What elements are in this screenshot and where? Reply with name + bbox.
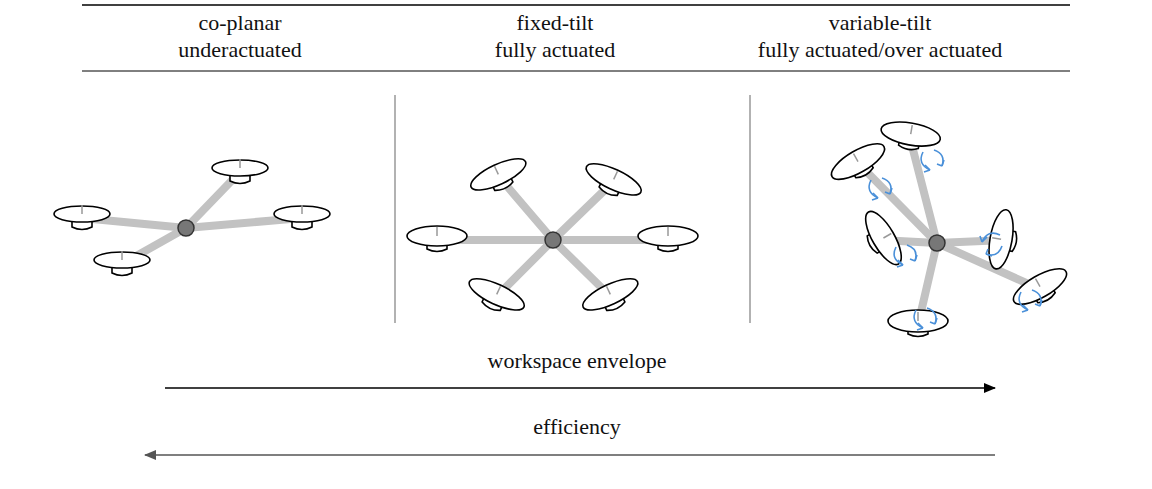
rotor-shaft [436,227,438,236]
drone-arm [910,138,937,243]
rotor-shaft [121,251,123,260]
tilt-arrow [869,178,892,200]
column-header: variable-tilt [829,10,932,36]
tilt-arrow [921,150,944,172]
propeller-disk [879,118,942,150]
column-header: fully actuated/over actuated [758,37,1002,63]
efficiency-arrow [145,454,995,456]
propeller-disk [579,273,642,316]
rotor [54,205,110,230]
separator [394,95,396,323]
tilt-arrow [1019,290,1042,312]
propeller-disk [1009,262,1072,311]
propeller-disk [859,207,908,270]
path-part [897,255,917,267]
rotor-shaft [1036,279,1041,287]
rotor [1009,262,1074,315]
rotor-shaft [911,125,913,134]
rotor [878,118,942,155]
top-rule [82,4,1070,6]
propeller-disk [638,226,698,246]
propeller-disk [54,206,110,222]
rotor [274,205,330,230]
propeller-disk [212,160,268,176]
rotor [407,226,467,252]
rotor [580,158,645,206]
axis-label: efficiency [533,414,621,440]
path-part [917,318,937,330]
propeller-disk [465,273,528,316]
rotor [827,137,892,190]
rotor-shaft [607,286,611,294]
rotor-shaft [81,205,83,214]
rotor [463,273,528,321]
path-part [869,178,891,198]
propeller-disk [94,252,150,268]
path-part [1019,290,1041,310]
rotor [888,310,948,337]
path-part [1022,300,1042,312]
rotor-shaft [667,227,669,236]
path-part [914,308,936,328]
column-header: co-planar [198,10,281,36]
rotor-shaft [301,205,303,214]
tilt-arrow [914,308,937,330]
rotor-shaft [614,171,618,179]
workspace-arrow [165,387,995,389]
rotor-shaft [883,234,891,239]
tilt-arrow [980,233,1002,256]
path-part [894,245,916,265]
propeller-disk [467,153,530,196]
drone-illustrations [54,118,1074,336]
propeller-disk [407,226,467,246]
rotor-shaft [917,312,919,321]
path-part [872,188,892,200]
drone-hub [545,232,561,248]
rotor-shaft [497,286,501,294]
drone-hub [178,220,194,236]
path-part [980,236,992,256]
drone-hub [929,235,945,251]
column-header: underactuated [178,37,301,63]
rotor [985,208,1022,272]
rotor-shaft [495,166,499,174]
rotor [94,251,150,276]
propeller-disk [582,158,645,201]
rotor [638,226,698,252]
rotor [467,153,532,201]
separator [749,95,751,323]
axis-label: workspace envelope [488,348,667,374]
path-part [982,233,1002,255]
rotor-shaft [239,159,241,168]
propeller-disk [274,206,330,222]
path-part [921,150,943,170]
rotor-shaft [992,238,1001,240]
propeller-disk [985,208,1017,271]
column-header: fully actuated [495,37,615,63]
header-rule [82,71,1070,72]
column-header: fixed-tilt [517,10,594,36]
rotor [579,273,644,321]
propeller-disk [888,310,948,332]
path-part [924,160,944,172]
rotor [212,159,268,184]
rotor-shaft [854,154,859,162]
propeller-disk [827,137,890,186]
tilt-arrow [894,245,917,267]
